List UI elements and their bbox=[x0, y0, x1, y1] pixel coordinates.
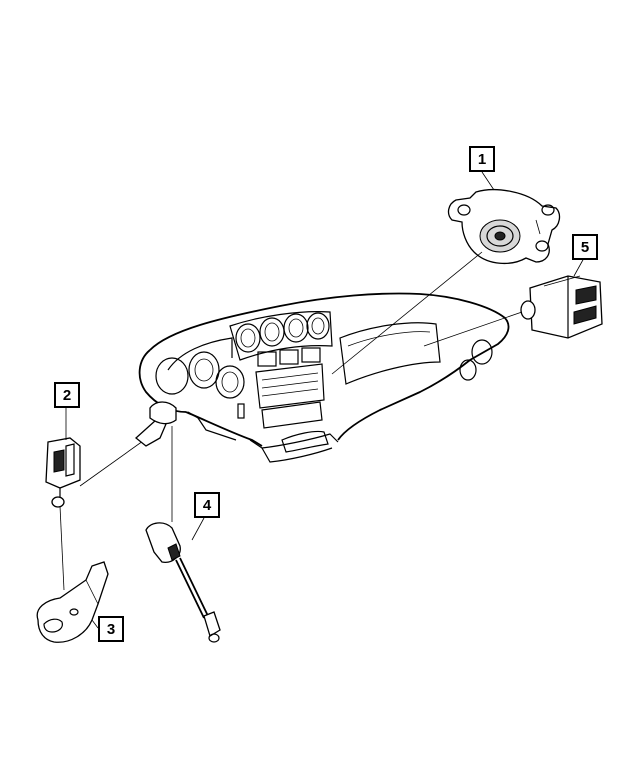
dashboard-assembly-icon bbox=[138, 292, 510, 463]
callout-5: 5 bbox=[572, 234, 598, 260]
steering-column-bracket-icon bbox=[134, 401, 177, 447]
callout-1: 1 bbox=[469, 146, 495, 172]
callout-3: 3 bbox=[98, 616, 124, 642]
callout-2: 2 bbox=[54, 382, 80, 408]
switch-housing-icon bbox=[45, 437, 81, 508]
bracket-plate-icon bbox=[36, 561, 109, 643]
clockspring-round-module-icon bbox=[447, 189, 561, 264]
callout-4: 4 bbox=[194, 492, 220, 518]
rectangular-switch-module-icon bbox=[520, 275, 603, 339]
lock-cylinder-shaft-icon bbox=[145, 522, 221, 643]
leader-lines bbox=[59, 171, 585, 629]
